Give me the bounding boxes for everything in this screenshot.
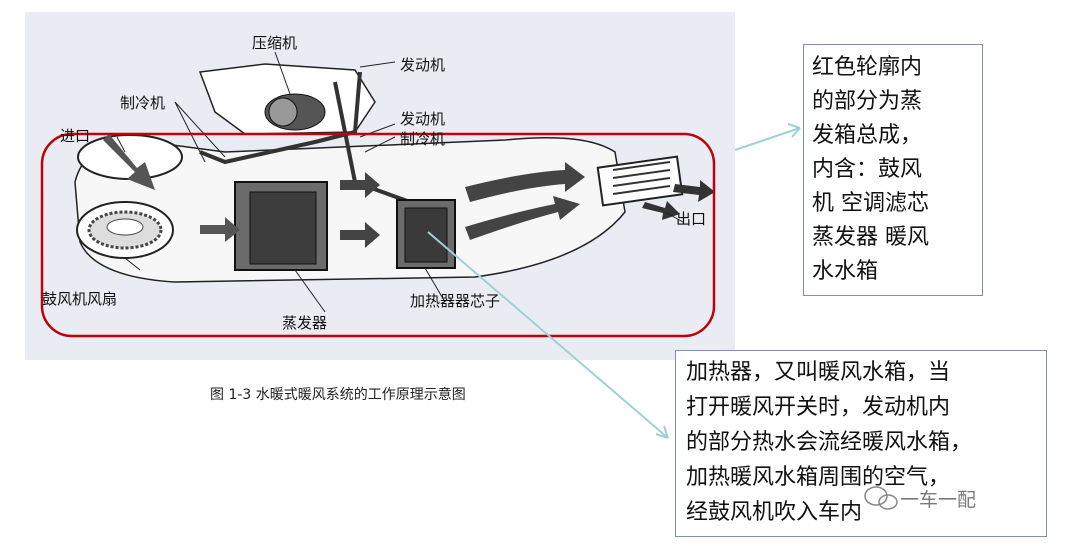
callout-line: 的部分热水会流经暖风水箱， <box>686 430 973 455</box>
hvac-diagram <box>40 51 716 338</box>
callout-line: 经鼓风机吹入车内 <box>686 500 863 525</box>
callout-line: 蒸发器 暖风 <box>812 225 929 250</box>
outlet-arrow <box>673 180 715 202</box>
watermark-text: 一车一配 <box>900 489 977 511</box>
airflow-arrow <box>340 172 380 198</box>
callout-arrow-head <box>787 123 801 138</box>
callout-line: 水水箱 <box>812 259 879 284</box>
inlet-arrow <box>103 134 155 190</box>
label-engine-mid: 发动机 <box>400 110 446 128</box>
compressor-icon <box>264 93 326 131</box>
outlet-grille-icon <box>596 155 684 207</box>
label-refrigerant-mid: 制冷机 <box>400 130 446 148</box>
airflow-arrow <box>340 222 380 248</box>
callout-line: 机 空调滤芯 <box>812 191 929 216</box>
heater-core-icon <box>396 199 456 269</box>
callout-arrow-evaporator <box>734 127 801 151</box>
label-compressor: 压缩机 <box>252 34 298 52</box>
assembly-outline <box>40 132 716 338</box>
callout-line: 内含：鼓风 <box>812 157 923 182</box>
callout-line: 的部分为蒸 <box>812 89 923 114</box>
callout-line: 打开暖风开关时，发动机内 <box>686 395 951 420</box>
label-inlet: 进口 <box>60 127 91 145</box>
label-engine-top: 发动机 <box>400 56 446 74</box>
callout-line: 加热暖风水箱周围的空气， <box>686 465 951 490</box>
blower-fan-icon <box>76 201 174 259</box>
label-blower-fan: 鼓风机风扇 <box>42 290 118 308</box>
callout-line: 加热器，又叫暖风水箱，当 <box>686 360 951 385</box>
airflow-arrow <box>200 217 240 242</box>
callout-line: 红色轮廓内 <box>812 55 923 80</box>
callout-heater-box: 加热器，又叫暖风水箱，当 打开暖风开关时，发动机内 的部分热水会流经暖风水箱， … <box>675 350 1047 537</box>
refrigerant-pipe <box>199 71 362 165</box>
label-evaporator: 蒸发器 <box>282 314 328 332</box>
evaporator-icon <box>234 181 328 271</box>
label-refrigerant-left: 制冷机 <box>120 94 166 112</box>
airflow-arrow <box>465 196 580 240</box>
label-heater-core: 加热器器芯子 <box>410 292 501 310</box>
callout-evaporator-box: 红色轮廓内 的部分为蒸 发箱总成， 内含：鼓风 机 空调滤芯 蒸发器 暖风 水水… <box>803 44 983 296</box>
inlet-funnel <box>77 134 183 180</box>
callout-line: 发箱总成， <box>812 123 923 148</box>
airflow-arrow <box>465 162 585 202</box>
label-outlet: 出口 <box>676 210 707 228</box>
figure-caption: 图 1-3 水暖式暖风系统的工作原理示意图 <box>210 387 466 403</box>
callout-arrow-head <box>655 425 669 439</box>
